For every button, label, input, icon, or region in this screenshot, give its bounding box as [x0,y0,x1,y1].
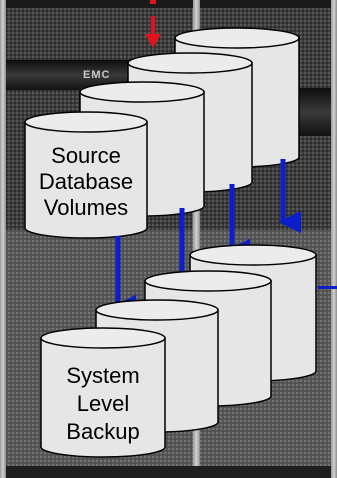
incoming-red-arrow [145,0,161,48]
backup-label-line-1: System [66,363,139,388]
source-label-line-2: Database [39,169,133,194]
source-label-line-3: Volumes [44,195,128,220]
source-database-volumes-cylinder: Source Database Volumes [24,111,148,239]
source-label-line-1: Source [51,143,121,168]
system-level-backup-cylinder: System Level Backup [40,327,166,458]
copy-arrows [113,159,301,318]
backup-label-line-3: Backup [66,419,139,444]
side-connector-bar [318,286,337,289]
brand-label: EMC [83,69,110,81]
backup-label-line-2: Level [77,391,130,416]
